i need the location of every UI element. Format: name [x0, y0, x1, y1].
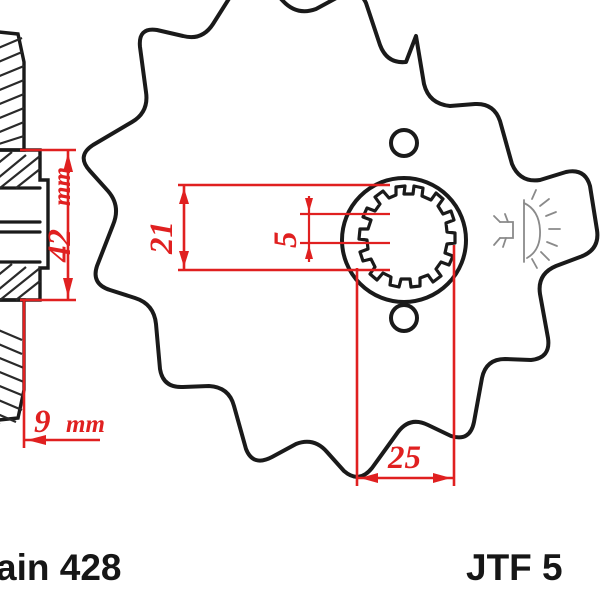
dimension-9mm-unit: mm: [66, 411, 105, 438]
dimension-21-value: 21: [144, 221, 180, 255]
dimension-25-value: 25: [387, 440, 421, 476]
section-hatch-upper-hub: [0, 151, 41, 189]
side-section-view: [0, 30, 50, 424]
dimension-21: 21: [144, 183, 390, 272]
dimension-25: 25: [355, 245, 456, 486]
dimension-42mm-value: 42: [42, 229, 78, 263]
bolt-hole-top: [389, 128, 419, 158]
sprocket-sketch-icon: [493, 189, 561, 269]
dimension-42mm-unit: mm: [49, 167, 76, 206]
dimension-42mm: 42 mm: [20, 148, 78, 302]
section-hatch-bottom: [0, 329, 25, 424]
dimension-5-value: 5: [268, 232, 304, 249]
sprocket-teeth-outline: [81, 0, 600, 479]
dimension-9mm: 9 mm: [22, 300, 105, 448]
section-hatch-lower-hub: [0, 263, 41, 301]
hub-outer-circle: [340, 176, 468, 304]
splined-bore: [357, 184, 457, 289]
chain-caption: ain 428: [0, 547, 121, 588]
dimension-9mm-value: 9: [34, 404, 51, 440]
bolt-hole-bottom: [389, 303, 419, 333]
section-hatch-top: [0, 36, 25, 145]
part-number-caption: JTF 5: [466, 547, 563, 588]
dimension-5: 5: [268, 196, 390, 262]
front-face-view: [81, 0, 600, 479]
